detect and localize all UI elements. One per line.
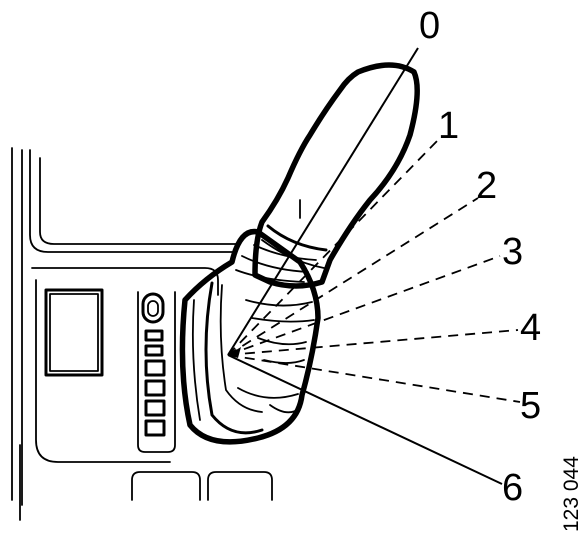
line-position-0 [227, 47, 419, 356]
label-position-5: 5 [520, 385, 541, 427]
label-position-0: 0 [419, 5, 440, 47]
line-position-5 [227, 354, 521, 403]
line-position-6 [227, 354, 503, 485]
label-position-3: 3 [502, 231, 523, 273]
gear-knob [252, 62, 420, 289]
line-position-1 [227, 137, 441, 356]
button-strip [137, 291, 176, 453]
gear-boot [179, 228, 321, 445]
label-position-1: 1 [438, 105, 459, 147]
line-position-3 [227, 255, 501, 356]
pivot-arrowhead [228, 347, 241, 358]
label-position-4: 4 [520, 307, 541, 349]
reference-number: 123 044 [560, 456, 583, 532]
line-position-2 [227, 197, 479, 356]
position-labels: 0 1 2 3 4 5 6 [419, 5, 541, 509]
lower-slots [131, 471, 273, 501]
console-panel [11, 147, 301, 521]
label-position-2: 2 [476, 165, 497, 207]
position-lines [227, 47, 521, 485]
label-position-6: 6 [502, 467, 523, 509]
line-position-4 [227, 329, 519, 356]
